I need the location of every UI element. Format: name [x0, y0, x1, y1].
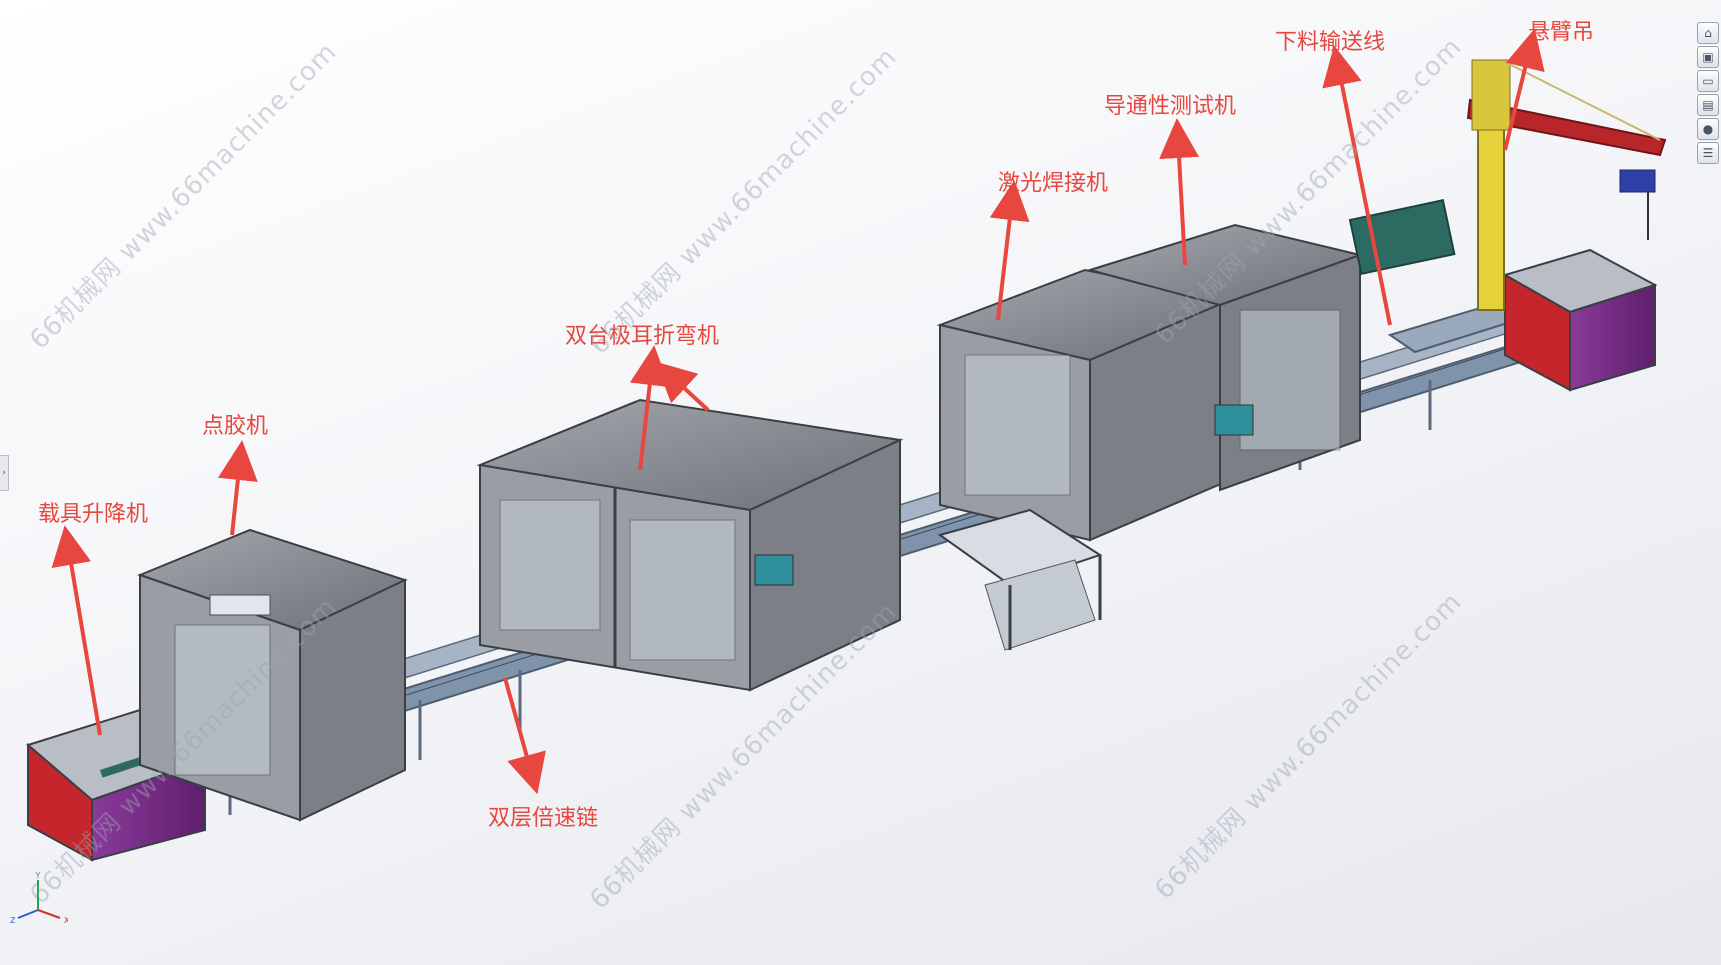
home-view-icon[interactable]: ⌂	[1697, 22, 1719, 44]
triad-x-label: X	[64, 916, 68, 925]
appearance-icon[interactable]: ●	[1697, 118, 1719, 140]
x-axis-line	[37, 909, 61, 919]
dispensing-machine[interactable]	[137, 528, 408, 822]
continuity-test-machine[interactable]	[1086, 223, 1364, 492]
inspection-table[interactable]	[937, 508, 1103, 651]
label-unloading-conveyor: 下料输送线	[1275, 30, 1386, 55]
view-toolbar: ⌂ ▣ ▭ ▤ ● ☰	[1697, 22, 1721, 164]
label-dispensing-machine: 点胶机	[202, 414, 269, 439]
label-double-speed-chain: 双层倍速链	[488, 806, 599, 831]
triad-z-label: Z	[10, 916, 16, 925]
label-tab-bending-machine: 双台极耳折弯机	[565, 324, 720, 349]
callout-arrows	[51, 28, 1545, 795]
z-axis-line	[17, 909, 39, 919]
display-style-icon[interactable]: ▤	[1697, 94, 1719, 116]
panel-expand-handle[interactable]: ›	[0, 455, 9, 491]
label-carrier-lift: 载具升降机	[38, 502, 149, 527]
label-continuity-test-machine: 导通性测试机	[1104, 94, 1237, 119]
view-orientation-icon[interactable]: ▣	[1697, 46, 1719, 68]
task-pane-icon[interactable]: ☰	[1697, 142, 1719, 164]
tab-bending-machine[interactable]	[476, 398, 904, 692]
open-folder-icon[interactable]: ▭	[1697, 70, 1719, 92]
triad-y-label: Y	[35, 871, 41, 880]
coordinate-triad: Y X Z	[10, 871, 68, 925]
unloading-station[interactable]	[1502, 248, 1658, 392]
laser-welding-machine[interactable]	[936, 268, 1234, 542]
jib-crane[interactable]	[1466, 59, 1667, 311]
label-laser-welding-machine: 激光焊接机	[998, 171, 1109, 196]
label-jib-crane: 悬臂吊	[1528, 20, 1595, 45]
